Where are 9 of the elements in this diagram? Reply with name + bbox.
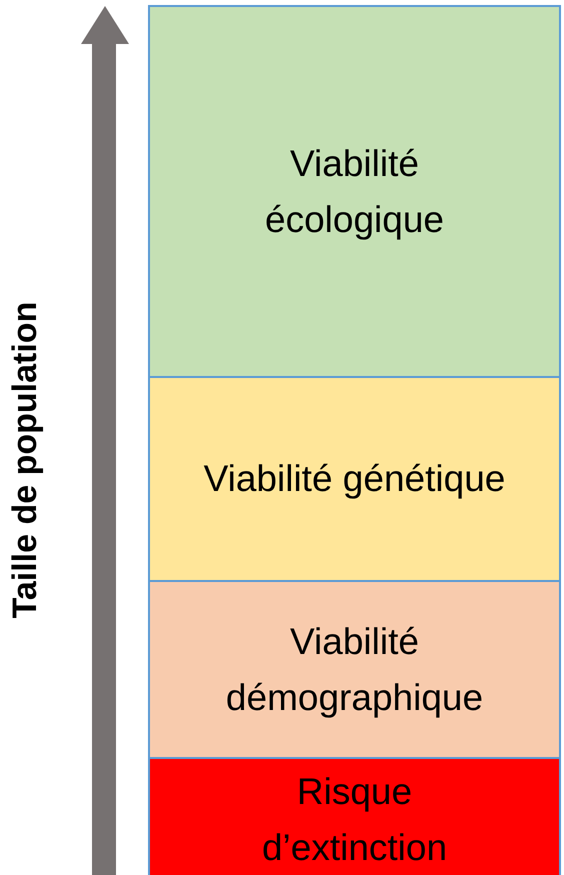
axis-label: Taille de population [5,300,45,620]
extinction-band [148,757,561,875]
band-label: Viabilité écologique [264,142,445,242]
band-label: Viabilité démographique [224,620,484,720]
genetics-band [148,376,561,582]
band-label: Risque d’extinction [260,770,448,870]
band-label: Viabilité génétique [204,457,506,502]
demography-band [148,580,561,759]
ecology-band [148,5,561,378]
